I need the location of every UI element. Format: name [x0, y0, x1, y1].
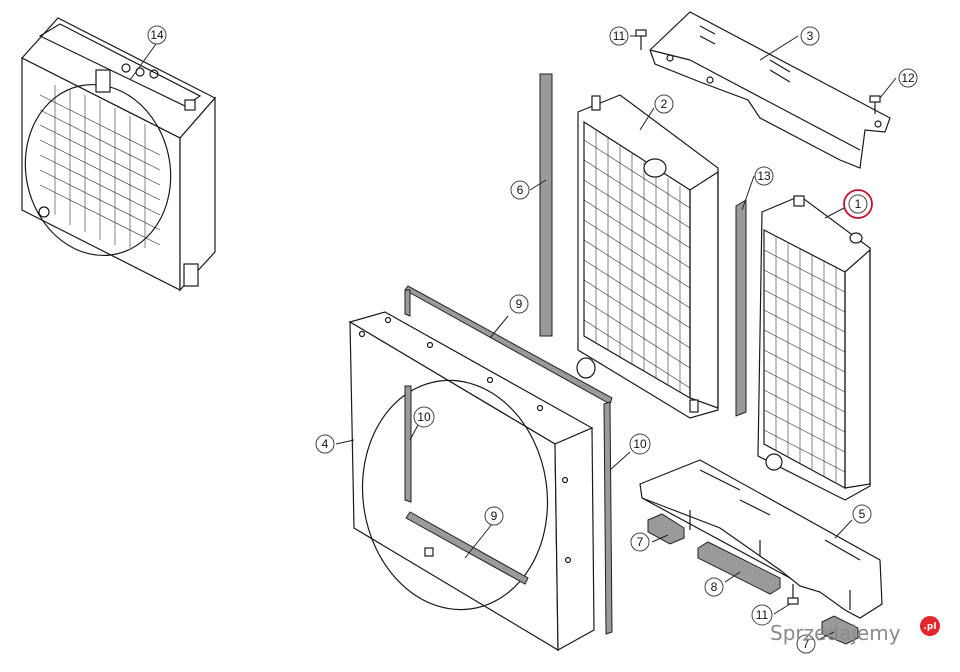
svg-text:.pl: .pl — [924, 622, 937, 632]
svg-text:11: 11 — [756, 608, 769, 622]
callout-4: 4 — [315, 434, 335, 454]
highlight-circle — [843, 189, 873, 219]
callout-3: 3 — [800, 26, 820, 46]
top-bracket — [649, 11, 891, 169]
callout-5: 5 — [852, 504, 872, 524]
svg-text:9: 9 — [491, 509, 498, 523]
vertical-gasket-top-left — [404, 289, 411, 317]
assembled-radiator — [21, 17, 216, 292]
svg-text:7: 7 — [803, 637, 810, 651]
svg-text:11: 11 — [613, 29, 626, 43]
bolt-bottom — [787, 584, 799, 605]
svg-text:5: 5 — [859, 507, 866, 521]
callout-11-top: 11 — [609, 26, 629, 46]
callout-10-right: 10 — [629, 433, 651, 455]
callout-6: 6 — [510, 180, 530, 200]
callout-9-upper: 9 — [509, 294, 529, 314]
rubber-block-7-left — [647, 513, 685, 545]
callout-10-inner: 10 — [413, 406, 435, 428]
callout-7-right: 7 — [796, 634, 816, 654]
watermark: Sprzedajemy .pl — [770, 616, 940, 645]
svg-text:3: 3 — [807, 29, 814, 43]
radiator-core — [576, 94, 719, 419]
svg-text:9: 9 — [516, 297, 523, 311]
callout-14: 14 — [147, 25, 167, 45]
bolt-top — [635, 29, 647, 50]
rubber-block-7-right — [821, 615, 859, 645]
bolt-right — [869, 95, 881, 114]
diagonal-gasket-9-upper — [404, 285, 613, 405]
callout-12: 12 — [898, 68, 918, 88]
callout-8: 8 — [704, 577, 724, 597]
svg-text:13: 13 — [757, 169, 771, 183]
bottom-bracket — [639, 459, 883, 619]
vertical-gasket-10 — [603, 401, 613, 635]
side-gasket-13 — [735, 199, 747, 417]
svg-text:10: 10 — [417, 410, 431, 424]
leader-lines — [129, 35, 897, 641]
svg-text:1: 1 — [855, 197, 862, 211]
callout-1: 1 — [848, 194, 868, 214]
svg-text:7: 7 — [637, 535, 644, 549]
oil-cooler — [757, 195, 871, 501]
rubber-strip-8 — [697, 541, 781, 595]
callout-2: 2 — [654, 94, 674, 114]
svg-text:6: 6 — [517, 183, 524, 197]
svg-text:10: 10 — [633, 437, 647, 451]
svg-text:4: 4 — [322, 437, 329, 451]
svg-text:2: 2 — [661, 97, 668, 111]
fan-shroud — [348, 311, 595, 652]
svg-text:Sprzedajemy: Sprzedajemy — [770, 621, 901, 645]
callout-7-left: 7 — [630, 532, 650, 552]
vertical-gasket-6 — [539, 73, 553, 337]
callout-11-bottom: 11 — [751, 604, 773, 626]
svg-text:12: 12 — [901, 71, 915, 85]
callout-13: 13 — [754, 166, 774, 186]
svg-text:8: 8 — [711, 580, 718, 594]
svg-text:14: 14 — [150, 28, 164, 42]
callout-9-lower: 9 — [484, 506, 504, 526]
